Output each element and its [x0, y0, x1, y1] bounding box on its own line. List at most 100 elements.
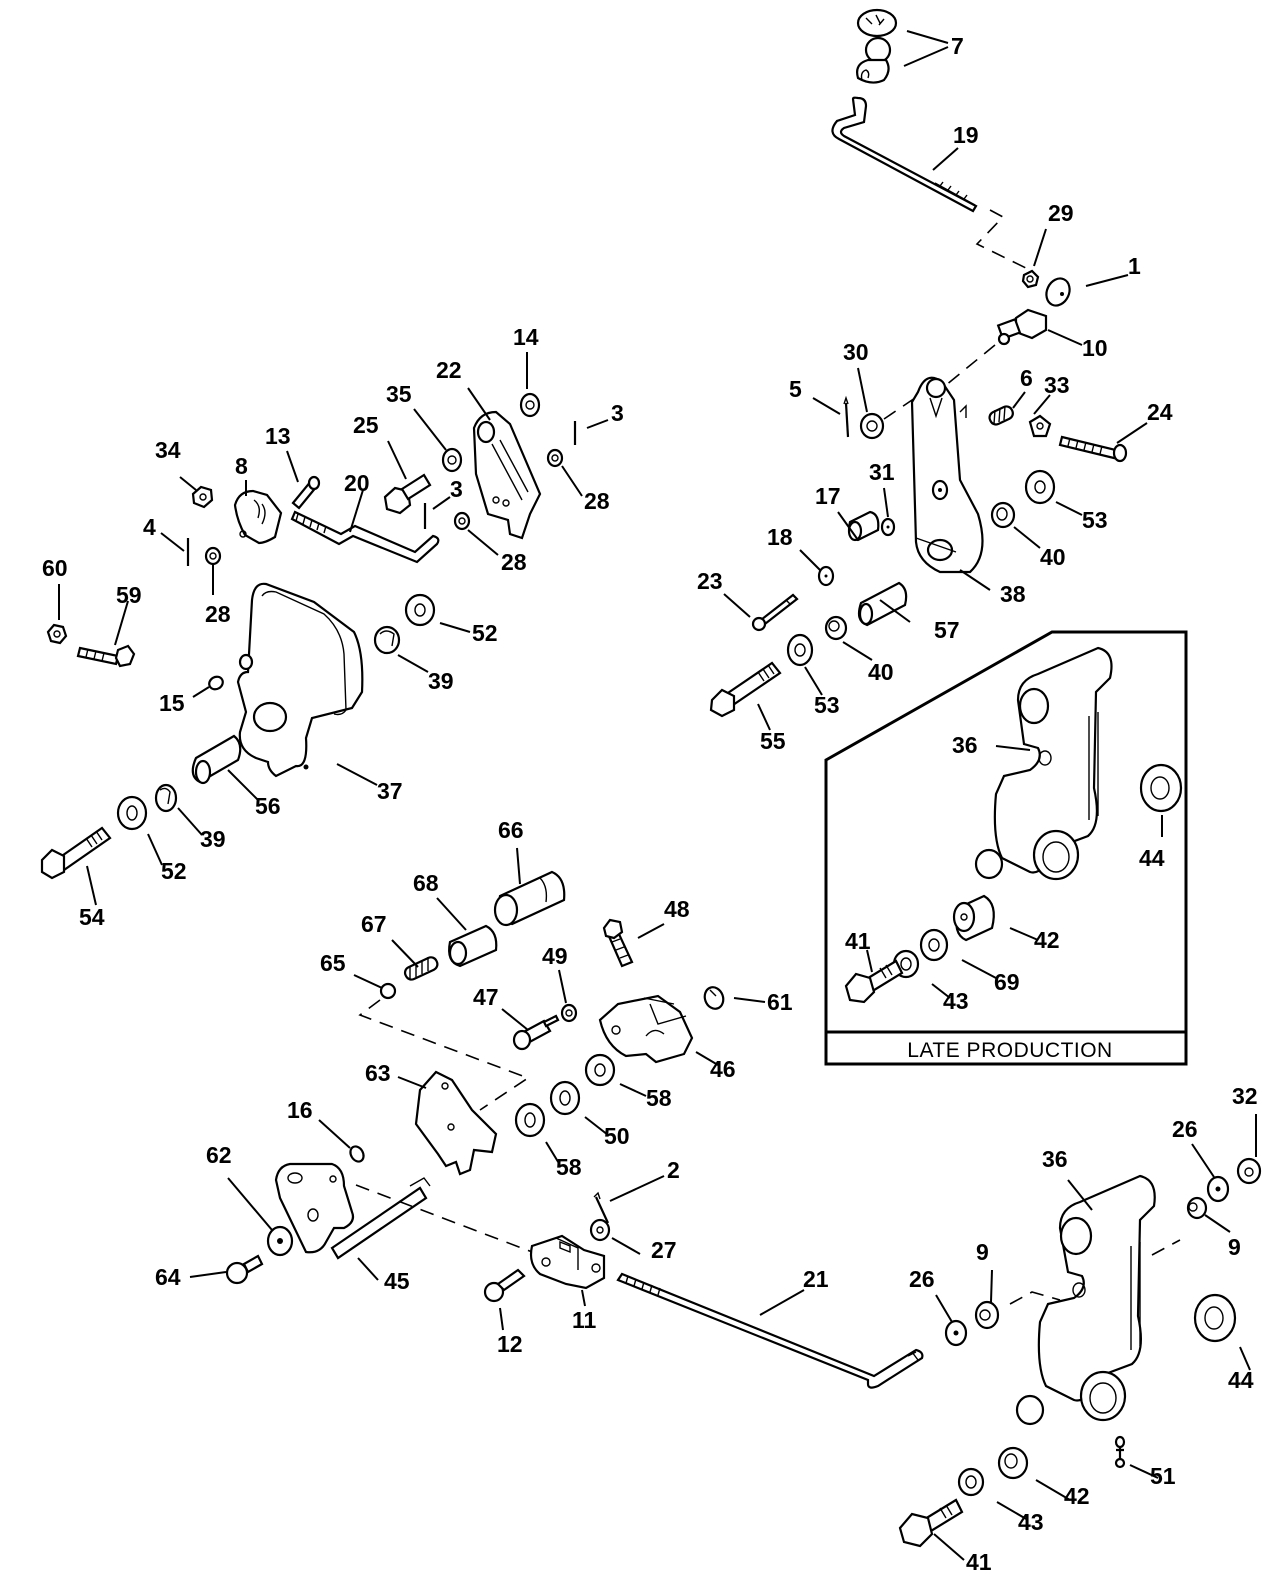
- leader-47: [501, 1008, 529, 1031]
- callout-5: 5: [789, 376, 802, 402]
- leader-21: [759, 1289, 805, 1316]
- dashed-guide-65: [358, 999, 530, 1111]
- leader-58-upper: [619, 1083, 647, 1097]
- callout-61: 61: [767, 989, 793, 1015]
- callout-54: 54: [79, 904, 105, 930]
- leader-2: [609, 1175, 665, 1202]
- leader-9-left: [990, 1269, 993, 1303]
- callout-37: 37: [377, 778, 403, 804]
- leader-56: [227, 769, 259, 801]
- part-55-bolt: [709, 661, 782, 718]
- callout-48: 48: [664, 896, 690, 922]
- part-24-screw: [1058, 435, 1128, 463]
- leader-43-inset: [931, 983, 951, 999]
- leader-24: [1116, 422, 1148, 444]
- part-9-bushing-right: [1186, 1196, 1208, 1220]
- leader-36: [1067, 1179, 1093, 1211]
- callout-29: 29: [1048, 200, 1074, 226]
- leader-29: [1033, 228, 1047, 267]
- callout-50: 50: [604, 1123, 630, 1149]
- callout-64: 64: [155, 1264, 181, 1290]
- leader-34: [179, 476, 197, 491]
- leader-66: [516, 847, 521, 885]
- part-44-seal: [1193, 1293, 1237, 1343]
- leader-15: [192, 686, 210, 698]
- leader-49: [558, 969, 567, 1004]
- callout-26-left: 26: [909, 1266, 935, 1292]
- part-19-throttle-rod: [831, 96, 978, 213]
- callout-40-upper: 40: [1040, 544, 1066, 570]
- part-51-grease-fitting: [1114, 1435, 1126, 1469]
- callout-17: 17: [815, 483, 841, 509]
- callout-39-lower: 39: [200, 826, 226, 852]
- part-34-nut: [191, 485, 214, 509]
- dashed-guide-19: [975, 209, 1031, 271]
- part-13-pin: [291, 475, 321, 510]
- inset-caption: LATE PRODUCTION: [907, 1039, 1112, 1062]
- leader-26-right: [1191, 1143, 1215, 1178]
- callout-53-upper: 53: [1082, 507, 1108, 533]
- callout-27: 27: [651, 1237, 677, 1263]
- callout-43: 43: [1018, 1509, 1044, 1535]
- leader-62: [227, 1177, 273, 1231]
- callout-4: 4: [143, 514, 156, 540]
- callout-46: 46: [710, 1056, 736, 1082]
- callout-21: 21: [803, 1266, 829, 1292]
- part-21-shift-rod: [616, 1272, 924, 1389]
- callout-28-left: 28: [205, 601, 231, 627]
- part-65-ball: [379, 982, 397, 1000]
- callout-55: 55: [760, 728, 786, 754]
- callout-10: 10: [1082, 335, 1108, 361]
- part-56-bushing: [191, 734, 242, 785]
- leader-19: [932, 147, 959, 171]
- late-production-inset: LATE PRODUCTION: [824, 630, 1188, 1066]
- part-30-washer: [859, 412, 885, 440]
- callout-39-upper: 39: [428, 668, 454, 694]
- callout-labels: 7 19 29 1 10 30 5 6 33 24 31 17 53 40 18…: [42, 33, 1258, 1575]
- part-54-bolt: [40, 826, 112, 880]
- part-47-adjusting-screw: [512, 1014, 560, 1051]
- part-40-locknut-lower: [824, 615, 848, 641]
- leader-33: [1033, 394, 1051, 415]
- part-10-trunnion: [996, 308, 1048, 346]
- part-26-washer-right: [1206, 1175, 1230, 1203]
- leader-35: [413, 408, 447, 451]
- part-6-spring: [988, 405, 1014, 426]
- leader-50: [584, 1116, 609, 1136]
- leader-68: [436, 897, 467, 931]
- dashed-guide-45: [355, 1184, 541, 1256]
- part-11-trunnion: [529, 1234, 606, 1290]
- part-29-nut: [1021, 269, 1040, 289]
- callout-42-inset: 42: [1034, 927, 1060, 953]
- part-35-washer: [441, 447, 463, 473]
- leader-20: [349, 489, 364, 533]
- part-5-cotter-pin: [843, 395, 850, 438]
- leader-16: [318, 1119, 351, 1149]
- part-53-washer-lower: [786, 633, 814, 667]
- callout-62: 62: [206, 1142, 232, 1168]
- callout-24: 24: [1147, 399, 1173, 425]
- callout-67: 67: [361, 911, 387, 937]
- part-42-spacer-inset: [952, 894, 995, 942]
- leader-25: [387, 440, 407, 480]
- callout-9-right: 9: [1228, 1234, 1241, 1260]
- callout-23: 23: [697, 568, 723, 594]
- part-59-screw: [76, 644, 136, 668]
- callout-9-left: 9: [976, 1239, 989, 1265]
- callout-18: 18: [767, 524, 793, 550]
- leader-53-upper: [1055, 501, 1083, 516]
- leader-5: [812, 397, 841, 415]
- leader-51: [1129, 1464, 1159, 1479]
- callout-13: 13: [265, 423, 291, 449]
- leader-13: [286, 450, 299, 483]
- leader-58-lower: [545, 1141, 561, 1166]
- part-18-washer: [817, 565, 835, 587]
- part-48-bolt: [602, 918, 634, 968]
- part-15-pin: [208, 675, 224, 691]
- part-58-washer-lower: [514, 1102, 546, 1138]
- callout-12: 12: [497, 1331, 523, 1357]
- part-28-washer-right: [546, 448, 564, 468]
- leader-1: [1085, 274, 1129, 287]
- part-43-washer: [957, 1467, 985, 1497]
- part-40-locknut-upper: [990, 501, 1016, 529]
